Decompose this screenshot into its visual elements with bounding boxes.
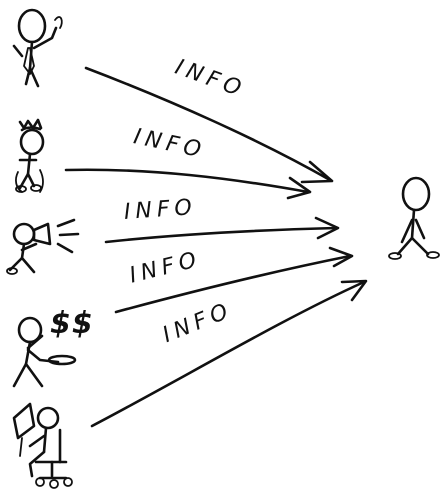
person-with-megaphone-icon [7, 220, 78, 274]
info-arrow-2 [66, 170, 310, 198]
standing-person-icon [389, 178, 439, 259]
money-sign: $$ [50, 306, 94, 341]
info-label-3: INFO [123, 195, 197, 225]
person-at-desk-chair-icon [14, 404, 72, 488]
person-with-crown-icon [16, 120, 43, 192]
person-with-tie-icon [14, 10, 62, 86]
